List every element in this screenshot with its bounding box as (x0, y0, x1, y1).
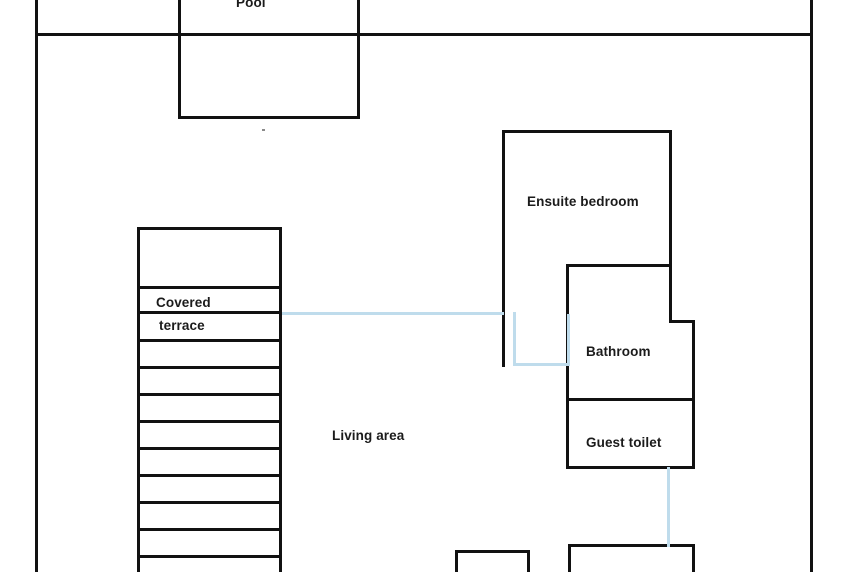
pipe-horizontal-to-bathroom (513, 363, 569, 366)
ensuite-wall-bottom (566, 264, 672, 267)
terrace-tread-8 (137, 474, 282, 477)
room-label-bathroom: Bathroom (586, 344, 651, 359)
pipe-vertical-bathroom-riser (567, 314, 570, 366)
terrace-tread-11 (137, 555, 282, 558)
terrace-wall-left (137, 227, 140, 572)
guest-toilet-wall-left (566, 398, 569, 469)
pipe-horizontal-terrace-to-core (282, 312, 504, 315)
pool-wall-left (178, 0, 181, 119)
bathroom-wall-right (669, 264, 672, 321)
room-label-guest-toilet: Guest toilet (586, 435, 662, 450)
bathroom-wall-step (669, 320, 695, 323)
bottom-room-left (568, 544, 571, 572)
terrace-tread-6 (137, 420, 282, 423)
terrace-tread-10 (137, 528, 282, 531)
pool-wall-bottom (178, 116, 360, 119)
bottom-small-room-right (527, 550, 530, 572)
bathroom-wall-bottom (566, 398, 694, 401)
terrace-tread-4 (137, 366, 282, 369)
bottom-small-room-left (455, 550, 458, 572)
terrace-tread-9 (137, 501, 282, 504)
pipe-vertical-guest-toilet-drop (667, 467, 670, 547)
outer-wall-right (810, 0, 813, 572)
terrace-tread-0 (137, 227, 282, 230)
outer-wall-left (35, 0, 38, 572)
ensuite-wall-top (502, 130, 672, 133)
outer-wall-top (35, 33, 813, 36)
pool-floor-marker (262, 129, 265, 131)
bathroom-wall-right-lower (692, 320, 695, 469)
room-label-living-area: Living area (332, 428, 405, 443)
ensuite-wall-right (669, 130, 672, 267)
bottom-room-right (692, 544, 695, 572)
ensuite-wall-left (502, 130, 505, 367)
room-label-ensuite-bedroom: Ensuite bedroom (527, 194, 639, 209)
terrace-tread-3 (137, 339, 282, 342)
room-label-pool: Pool (236, 0, 266, 10)
bottom-room-top (568, 544, 695, 547)
terrace-tread-1 (137, 286, 282, 289)
pipe-vertical-core (513, 312, 516, 365)
terrace-tread-7 (137, 447, 282, 450)
terrace-tread-2 (137, 311, 282, 314)
bottom-small-room-top (455, 550, 530, 553)
room-label-covered-terrace-line2: terrace (159, 318, 205, 333)
terrace-tread-5 (137, 393, 282, 396)
pool-wall-right (357, 0, 360, 119)
room-label-covered-terrace-line1: Covered (156, 295, 211, 310)
terrace-wall-right (279, 227, 282, 572)
guest-toilet-wall-bottom (566, 466, 695, 469)
